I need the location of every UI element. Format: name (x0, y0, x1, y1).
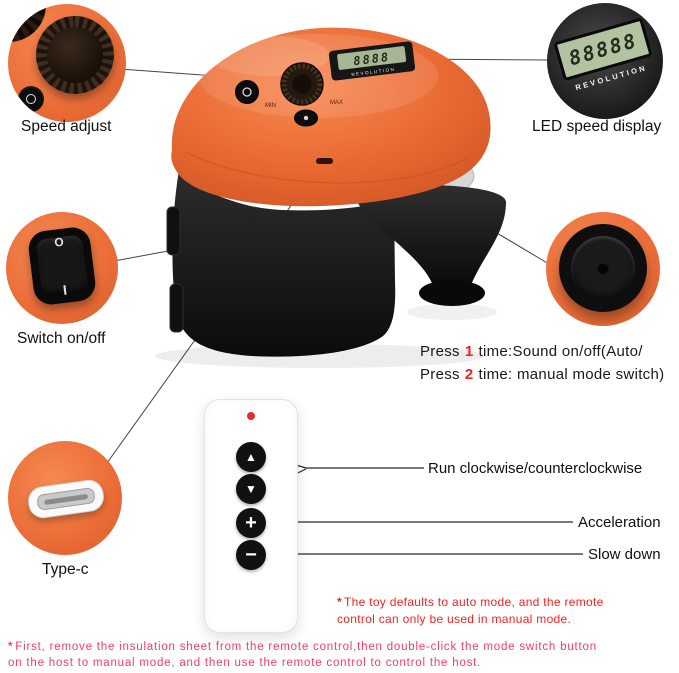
setup-footnote-line-2: on the host to manual mode, and then use… (8, 657, 482, 669)
device-body (172, 170, 396, 357)
mode-button-ring (571, 236, 635, 300)
dial-min-label: MIN (265, 103, 276, 109)
acceleration-label: Acceleration (578, 514, 661, 531)
rocker-switch-icon: O I (26, 225, 98, 307)
plus-icon: + (245, 511, 257, 534)
type-c-callout (8, 441, 122, 555)
press-count-2: 2 (464, 366, 474, 383)
device-display-caption: REVOLUTION (351, 67, 396, 77)
press-1-action: Sound on/off(Auto/ (512, 343, 643, 360)
type-c-port-icon (26, 477, 106, 521)
mode-button-icon (559, 224, 647, 312)
type-c-slot (36, 487, 96, 511)
remote-plus-button: + (236, 508, 266, 538)
auto-mode-footnote-line-1: The toy defaults to auto mode, and the r… (343, 595, 604, 609)
remote-led-indicator (247, 412, 255, 420)
device-top-shell (171, 27, 491, 207)
run-direction-label: Run clockwise/counterclockwise (428, 460, 643, 477)
press-count-1: 1 (464, 343, 474, 360)
cone-cap (419, 280, 485, 306)
remote-control: ▲ ▼ + − (204, 399, 298, 633)
remote-pointer-lines (265, 455, 583, 555)
cone-shadow (407, 304, 497, 320)
power-switch-callout: O I (6, 212, 118, 324)
led-display-icon: 88888 REVOLUTION (548, 16, 663, 97)
device-typec-port (316, 158, 333, 164)
shell-seam (185, 151, 469, 184)
down-arrow-icon: ▼ (245, 482, 257, 496)
auto-mode-footnote-line-2: control can only be used in manual mode. (337, 612, 572, 626)
led-display-label: LED speed display (532, 118, 662, 135)
time-word: time: (478, 343, 513, 360)
speed-knob-icon (36, 16, 114, 94)
time-word: time: (478, 366, 513, 383)
dial-max-label: MAX (330, 100, 343, 106)
led-display-callout: 88888 REVOLUTION (547, 3, 663, 119)
setup-footnote: *First, remove the insulation sheet from… (8, 639, 597, 671)
type-c-label: Type-c (42, 561, 89, 578)
press-word: Press (420, 343, 460, 360)
minus-icon: − (245, 543, 257, 566)
device-power-button (235, 80, 259, 104)
speed-adjust-callout (8, 4, 126, 122)
setup-footnote-line-1: First, remove the insulation sheet from … (15, 641, 597, 653)
device-speed-knob (280, 62, 324, 106)
mount-clip-bottom (169, 283, 184, 333)
device-display-digits: 8888 (353, 50, 391, 68)
press-2-action: manual mode switch) (512, 366, 665, 383)
device-display: 8888 REVOLUTION (328, 41, 416, 81)
power-button-icon (18, 86, 44, 112)
mode-button-callout (546, 212, 660, 326)
slow-down-label: Slow down (588, 546, 661, 563)
speed-adjust-label: Speed adjust (21, 118, 112, 135)
up-arrow-icon: ▲ (245, 450, 257, 464)
press-word: Press (420, 366, 460, 383)
remote-down-button: ▼ (236, 474, 266, 504)
mode-button-center (597, 262, 609, 274)
remote-minus-button: − (236, 540, 266, 570)
auto-mode-footnote: *The toy defaults to auto mode, and the … (337, 594, 604, 628)
device-mode-button (294, 109, 318, 127)
teaser-cone (354, 184, 506, 298)
mount-clip-top (166, 206, 181, 256)
remote-up-button: ▲ (236, 442, 266, 472)
asterisk-mark: * (337, 595, 342, 609)
power-switch-label: Switch on/off (17, 330, 106, 347)
asterisk-mark: * (8, 641, 14, 653)
lcd-digits: 88888 (566, 28, 641, 71)
